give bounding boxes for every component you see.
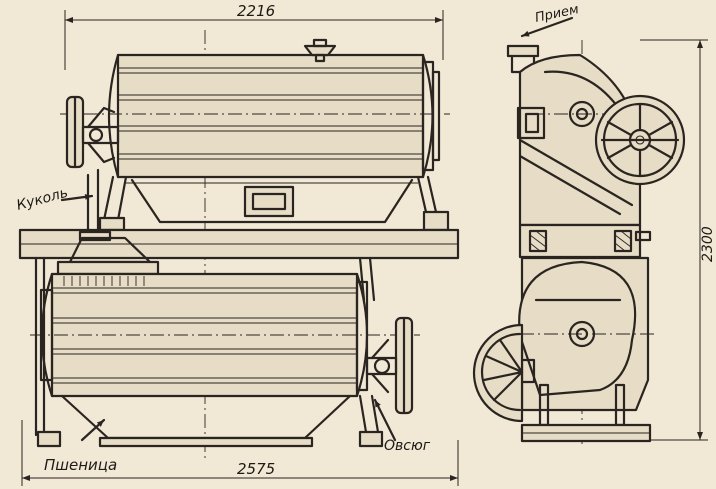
dimension-top-width-label: 2216 bbox=[237, 2, 275, 20]
front-view: Куколь bbox=[15, 30, 460, 474]
upper-stand bbox=[98, 175, 450, 232]
pshenitsa-label: Пшеница bbox=[44, 456, 117, 474]
side-base bbox=[520, 383, 652, 443]
lower-legs bbox=[34, 256, 384, 448]
side-view: Прием bbox=[472, 2, 686, 445]
top-intake bbox=[303, 38, 337, 63]
dimension-height-label: 2300 bbox=[700, 226, 716, 262]
ovsyug-label: Овсюг bbox=[384, 438, 431, 454]
ovsyug-arrow bbox=[373, 398, 397, 442]
kukol-outlet bbox=[60, 168, 100, 240]
dimension-bottom-width-label: 2575 bbox=[237, 460, 275, 478]
side-upper-flywheel bbox=[594, 94, 686, 186]
dimension-top-width bbox=[64, 10, 444, 70]
kukol-label: Куколь bbox=[15, 185, 70, 214]
lower-drive-pulley bbox=[365, 316, 414, 415]
pshenitsa-arrow bbox=[80, 418, 106, 442]
upper-drive-pulley bbox=[65, 95, 120, 169]
lower-cylinder bbox=[30, 272, 420, 398]
side-frame-beam bbox=[518, 223, 652, 259]
upper-cylinder bbox=[60, 53, 450, 179]
side-lower-wheel bbox=[472, 323, 524, 423]
lower-bottom-hopper bbox=[60, 394, 352, 448]
side-upper-housing bbox=[516, 53, 642, 227]
dimension-bottom-width bbox=[21, 420, 459, 486]
